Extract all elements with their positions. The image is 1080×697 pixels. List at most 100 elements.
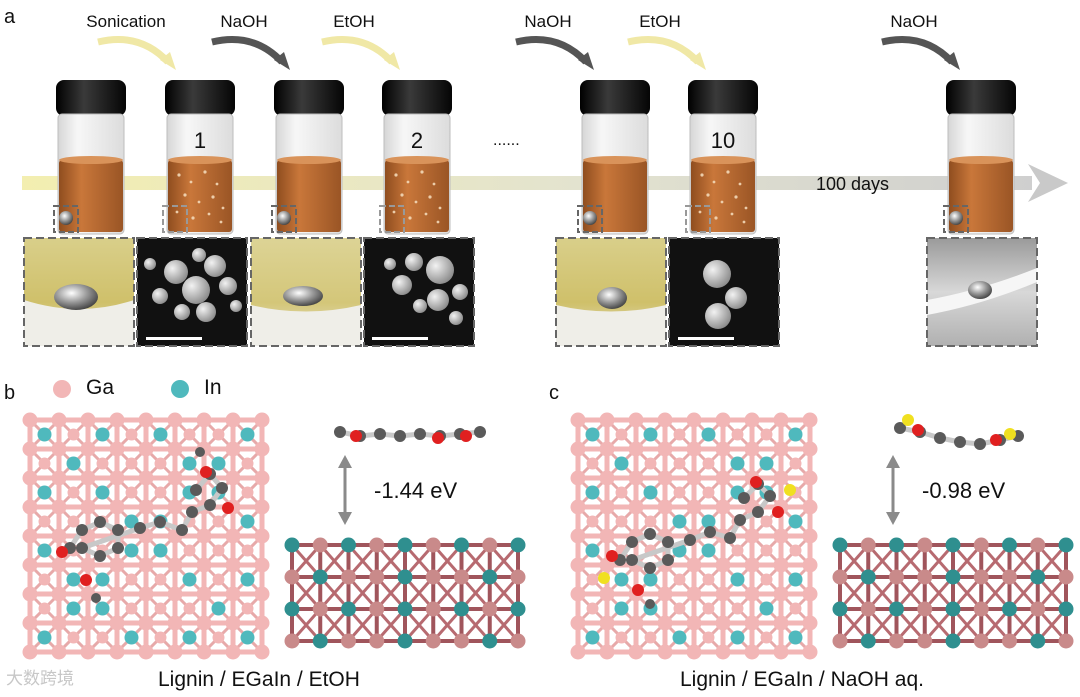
in-atom: [614, 456, 629, 471]
carbon-atom: [704, 526, 716, 538]
ga-atom: [657, 441, 673, 457]
carbon-atom: [112, 524, 124, 536]
ga-atom: [973, 633, 989, 649]
ga-atom: [212, 515, 225, 528]
in-atom: [614, 572, 629, 587]
egain-droplet: [583, 211, 597, 225]
ga-atom: [599, 615, 615, 631]
in-atom: [37, 630, 52, 645]
carbon-atom: [684, 534, 696, 546]
ga-atom: [644, 457, 657, 470]
ga-legend-label: Ga: [86, 376, 115, 399]
timeline: [22, 164, 1068, 202]
oxygen-atom: [750, 476, 762, 488]
ga-atom: [225, 644, 241, 660]
ga-atom: [657, 615, 673, 631]
in-atom: [482, 569, 498, 585]
ga-atom: [715, 470, 731, 486]
ga-atom: [109, 470, 125, 486]
ga-atom: [628, 470, 644, 486]
in-atom: [66, 456, 81, 471]
ga-atom: [241, 544, 254, 557]
in-atom: [945, 569, 961, 585]
ga-atom: [425, 569, 441, 585]
carbon-atom: [738, 492, 750, 504]
in-atom: [454, 601, 469, 617]
ga-atom: [917, 569, 933, 585]
ga-atom: [51, 644, 67, 660]
ga-atom: [1030, 537, 1046, 553]
ga-atom: [109, 499, 125, 515]
ga-atom: [154, 573, 167, 586]
ga-atom: [773, 644, 789, 660]
ga-atom: [80, 470, 96, 486]
in-legend-swatch: [171, 380, 189, 398]
ga-atom: [802, 615, 818, 631]
ga-atom: [802, 499, 818, 515]
ga-atom: [22, 470, 38, 486]
ga-atom: [973, 601, 989, 617]
distance-arrow-b: [338, 455, 352, 525]
ga-atom: [80, 412, 96, 428]
ga-atom: [686, 470, 702, 486]
in-atom: [454, 537, 469, 553]
in-atom: [482, 633, 498, 649]
ga-atom: [570, 644, 586, 660]
in-atom: [95, 572, 110, 587]
ga-atom: [673, 428, 686, 441]
ga-atom: [369, 601, 385, 617]
ga-atom: [802, 644, 818, 660]
ga-atom: [109, 412, 125, 428]
ga-atom: [454, 569, 469, 585]
ga-atom: [760, 428, 773, 441]
carbon-atom: [195, 447, 205, 457]
ga-atom: [628, 412, 644, 428]
ga-atom: [686, 557, 702, 573]
egain-droplet: [277, 211, 291, 225]
ga-atom: [1030, 601, 1046, 617]
in-atom: [643, 485, 658, 500]
ga-atom: [628, 499, 644, 515]
in-atom: [701, 543, 716, 558]
ga-atom: [773, 412, 789, 428]
ga-atom: [789, 544, 802, 557]
ga-atom: [686, 499, 702, 515]
ga-atom: [38, 457, 51, 470]
ga-atom: [657, 470, 673, 486]
watermark: 大数跨境: [6, 669, 74, 689]
ga-atom: [254, 499, 270, 515]
in-atom: [95, 427, 110, 442]
ga-atom: [109, 615, 125, 631]
carbon-atom: [216, 482, 228, 494]
ga-atom: [760, 631, 773, 644]
step-arrows: [97, 36, 960, 70]
ga-atom: [615, 515, 628, 528]
carbon-atom: [974, 438, 986, 450]
ga-atom: [628, 615, 644, 631]
ga-atom: [570, 557, 586, 573]
carbon-atom: [645, 599, 655, 609]
ga-atom: [615, 631, 628, 644]
hydrogen-atom: [326, 424, 334, 432]
ga-atom: [67, 428, 80, 441]
sulfur-atom: [784, 484, 796, 496]
ga-atom: [789, 602, 802, 615]
ga-atom: [67, 631, 80, 644]
ga-atom: [167, 412, 183, 428]
in-atom: [211, 456, 226, 471]
ga-atom: [80, 441, 96, 457]
ga-atom: [657, 586, 673, 602]
in-atom: [397, 537, 413, 553]
carbon-atom: [154, 516, 166, 528]
in-atom: [585, 630, 600, 645]
ga-atom: [51, 470, 67, 486]
ga-atom: [22, 557, 38, 573]
ga-atom: [686, 412, 702, 428]
ga-atom: [125, 428, 138, 441]
ga-atom: [715, 615, 731, 631]
ga-atom: [96, 457, 109, 470]
ga-atom: [138, 470, 154, 486]
ga-atom: [570, 499, 586, 515]
vial-7-after-100-days: [943, 80, 1016, 235]
